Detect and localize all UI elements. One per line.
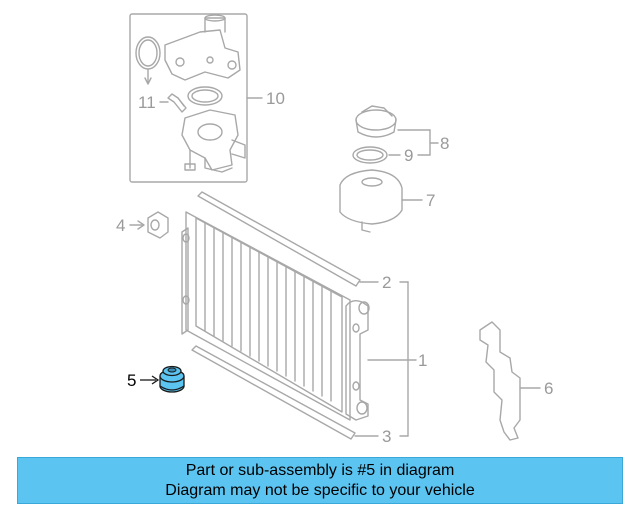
callout-10: 10 bbox=[266, 89, 285, 108]
callout-7: 7 bbox=[426, 191, 435, 210]
reservoir-seal bbox=[352, 146, 388, 164]
thermostat-housing-group bbox=[129, 13, 248, 183]
expansion-tank bbox=[339, 169, 423, 233]
highlighted-bushing-part-5[interactable] bbox=[140, 365, 185, 393]
info-banner: Part or sub-assembly is #5 in diagram Di… bbox=[17, 457, 623, 504]
callout-11: 11 bbox=[138, 93, 156, 112]
callout-5[interactable]: 5 bbox=[127, 371, 136, 390]
callout-1: 1 bbox=[418, 351, 427, 370]
radiator-mount bbox=[129, 211, 169, 239]
callout-2: 2 bbox=[382, 273, 391, 292]
banner-line-disclaimer: Diagram may not be specific to your vehi… bbox=[165, 481, 475, 499]
callout-6: 6 bbox=[544, 379, 553, 398]
callout-9: 9 bbox=[404, 146, 413, 165]
reservoir-cap bbox=[355, 105, 397, 138]
banner-line-part-number: Part or sub-assembly is #5 in diagram bbox=[185, 461, 455, 479]
radiator bbox=[181, 211, 417, 421]
callout-8: 8 bbox=[440, 134, 449, 153]
air-guide bbox=[479, 321, 541, 441]
lower-bracket bbox=[191, 345, 356, 440]
callout-3: 3 bbox=[382, 427, 391, 446]
callout-4: 4 bbox=[116, 216, 125, 235]
upper-bracket bbox=[197, 191, 361, 287]
